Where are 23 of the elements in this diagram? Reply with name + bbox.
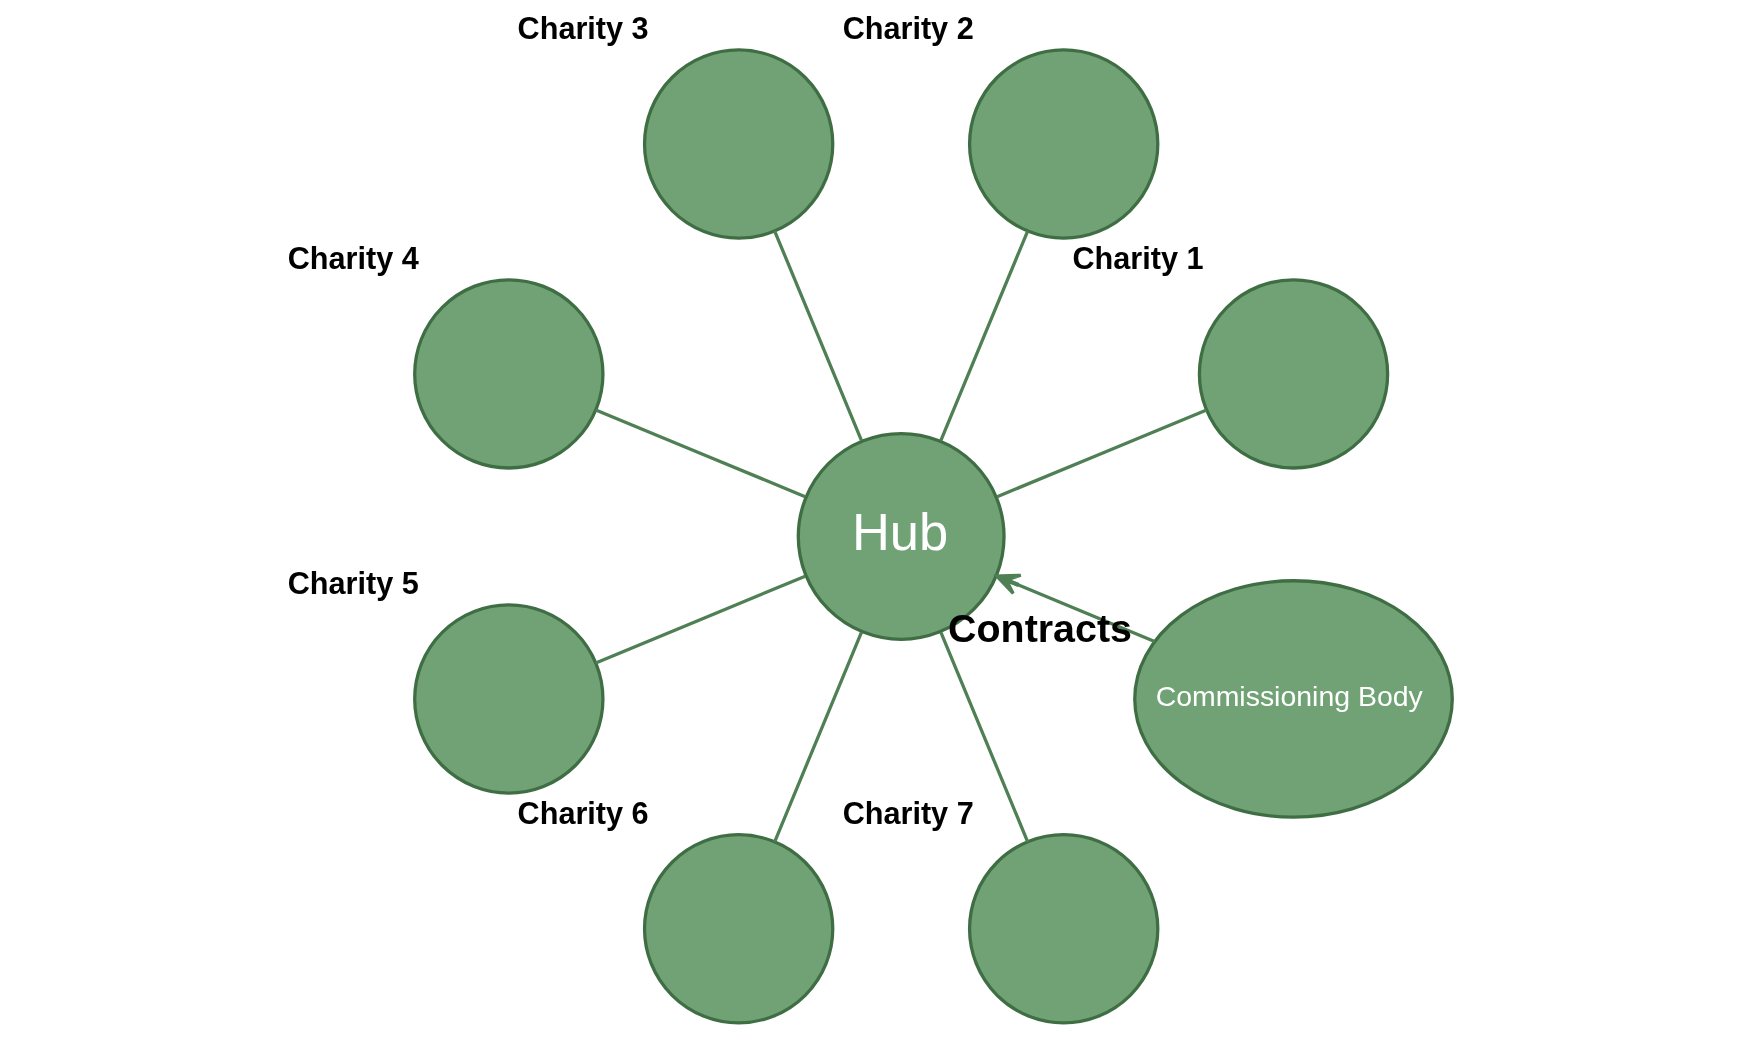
node-circle <box>967 48 1159 240</box>
node-label: Charity 7 <box>842 796 974 831</box>
connector <box>772 631 863 843</box>
connector <box>594 408 806 499</box>
node-label: Charity 1 <box>1071 241 1204 276</box>
node-label: Charity 2 <box>842 11 974 46</box>
arrow <box>994 573 1155 643</box>
connector <box>996 408 1207 499</box>
node-circle <box>412 603 605 795</box>
node-label: Charity 3 <box>517 11 649 46</box>
node-circle <box>967 833 1159 1025</box>
connector <box>938 230 1029 442</box>
node-ellipse: Commissioning Body <box>1132 579 1454 819</box>
connector <box>772 230 863 442</box>
node-circle <box>642 48 834 240</box>
node-circle <box>642 833 834 1025</box>
node-circle <box>1197 278 1389 470</box>
node-label: Charity 6 <box>517 796 649 831</box>
connector <box>594 574 806 665</box>
connector <box>938 631 1029 843</box>
node-label: Charity 4 <box>287 241 419 276</box>
node-circle <box>412 278 605 470</box>
node-label: Charity 5 <box>287 566 419 601</box>
